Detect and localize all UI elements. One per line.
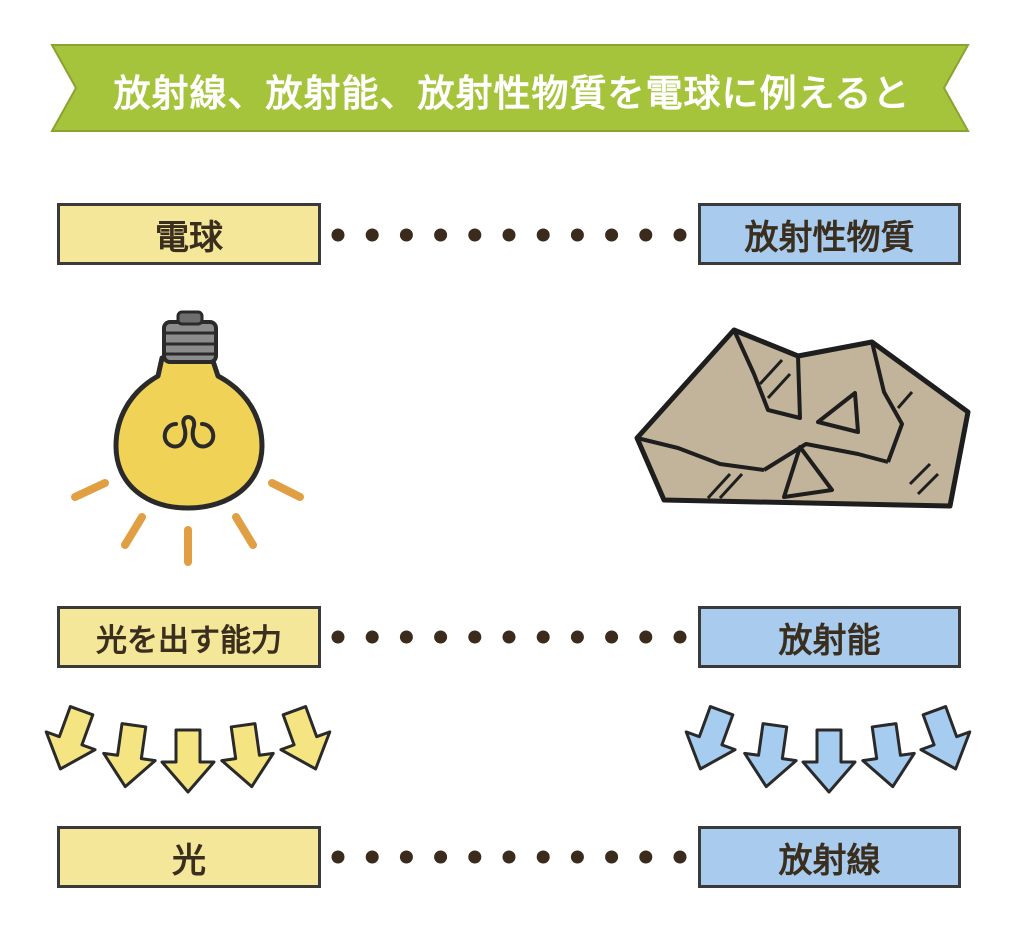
connector-dot <box>639 228 653 242</box>
connector-dot <box>399 850 413 864</box>
label-radiation: 放射線 <box>698 826 961 888</box>
rock-icon <box>634 327 971 509</box>
connector-dot <box>365 850 379 864</box>
connector-dot <box>605 850 619 864</box>
connector-dot <box>502 850 516 864</box>
connector-dot <box>536 228 550 242</box>
connector-dot <box>434 850 448 864</box>
connector-dot <box>536 850 550 864</box>
connector-dot <box>365 228 379 242</box>
connector-dot <box>605 228 619 242</box>
label-light-bulb: 電球 <box>57 203 321 265</box>
connector-dot <box>468 850 482 864</box>
radiation-arrows <box>674 700 982 794</box>
connector-dot <box>673 850 687 864</box>
connector-dot <box>399 630 413 644</box>
connector-dot <box>399 228 413 242</box>
label-light: 光 <box>57 826 321 888</box>
connector-dot <box>468 228 482 242</box>
connector-dot <box>570 630 584 644</box>
label-radioactive-material: 放射性物質 <box>698 203 961 265</box>
connector-dots-row-3 <box>331 850 687 864</box>
label-radioactivity: 放射能 <box>698 606 961 668</box>
light-rays <box>71 479 304 566</box>
page-title: 放射線、放射能、放射性物質を電球に例えると <box>113 72 911 115</box>
connector-dot <box>434 228 448 242</box>
title-banner <box>50 44 970 132</box>
connector-dot <box>365 630 379 644</box>
connector-dot <box>605 630 619 644</box>
light-arrows <box>34 700 342 794</box>
light-bulb-icon <box>113 310 265 511</box>
connector-dot <box>331 850 345 864</box>
connector-dot <box>331 630 345 644</box>
connector-dots-row-1 <box>331 228 687 242</box>
connector-dot <box>331 228 345 242</box>
connector-dots-row-2 <box>331 630 687 644</box>
connector-dot <box>502 228 516 242</box>
connector-dot <box>536 630 550 644</box>
label-ability-to-emit-light: 光を出す能力 <box>57 606 321 668</box>
connector-dot <box>639 850 653 864</box>
connector-dot <box>570 228 584 242</box>
connector-dot <box>434 630 448 644</box>
connector-dot <box>673 630 687 644</box>
connector-dot <box>502 630 516 644</box>
connector-dot <box>673 228 687 242</box>
connector-dot <box>468 630 482 644</box>
connector-dot <box>639 630 653 644</box>
connector-dot <box>570 850 584 864</box>
